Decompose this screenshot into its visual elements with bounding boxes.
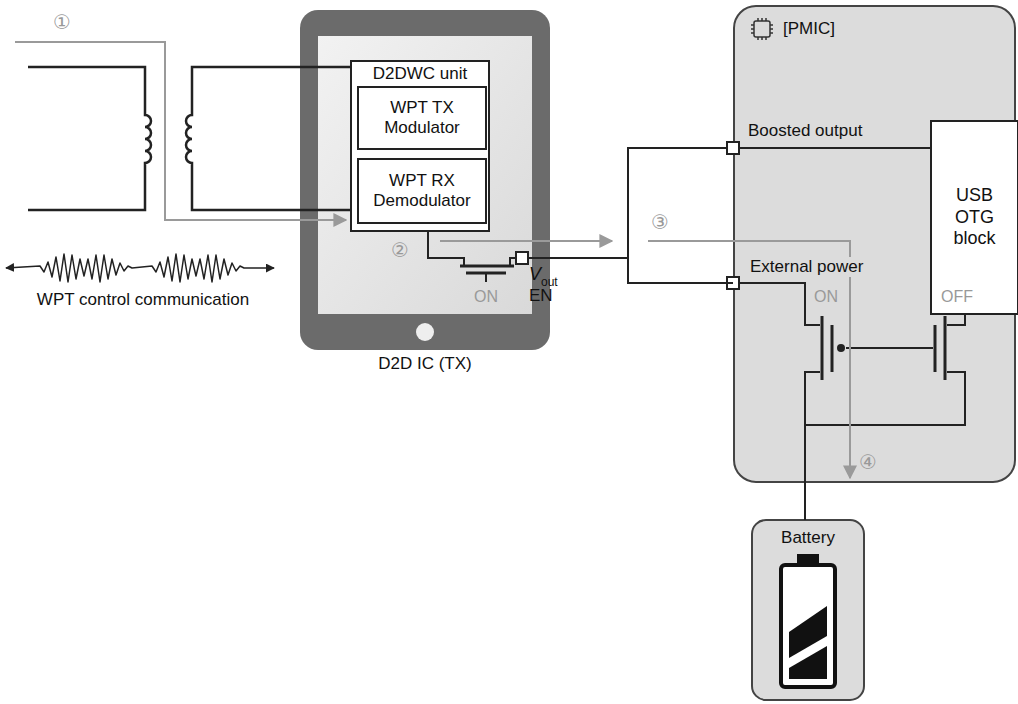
device-tablet: D2D IC (TX)D2DWC unitWPT TX ModulatorWPT… <box>300 10 550 350</box>
node-text: WPT TX Modulator <box>363 98 481 139</box>
boost-pin <box>727 142 739 154</box>
node-text: D2DWC unit <box>373 64 467 84</box>
pmic-panel-shape <box>734 6 1015 482</box>
pin-name: EN <box>529 286 553 306</box>
switch-state: ON <box>814 288 838 306</box>
pin-label: Boosted output <box>748 121 862 141</box>
callout-number: ④ <box>859 451 877 474</box>
otg-block: USB OTG block <box>930 120 1018 315</box>
callout-number: ① <box>53 11 71 34</box>
wire-connector <box>804 483 806 520</box>
battery-box-shape <box>752 520 864 700</box>
demodulator-box: WPT RX Demodulator <box>357 158 487 224</box>
flow-arrows <box>15 42 850 478</box>
pin-name: V <box>529 264 541 285</box>
pin-label: External power <box>748 257 865 277</box>
modulator-box: WPT TX Modulator <box>357 86 487 150</box>
node-text: WPT RX Demodulator <box>363 171 481 212</box>
node-text: USB OTG block <box>936 185 1013 250</box>
callout-number: ② <box>391 239 409 262</box>
output-switch <box>428 232 516 282</box>
switch-state: ON <box>474 288 498 306</box>
inverter-dot <box>837 344 845 352</box>
supply-wires <box>528 148 965 483</box>
wire-connector <box>550 258 733 283</box>
battery-box: Battery <box>752 520 864 700</box>
coupled-coils <box>28 67 350 210</box>
communication-waveform <box>6 254 274 282</box>
chip-icon <box>751 18 773 40</box>
callout-number: ③ <box>651 211 669 234</box>
battery-icon <box>781 554 835 687</box>
switch-state: OFF <box>941 288 973 306</box>
node-text: [PMIC] <box>783 19 835 39</box>
signal-caption: WPT control communication <box>37 290 249 310</box>
unit-box: D2DWC unitWPT TX ModulatorWPT RX Demodul… <box>350 60 490 232</box>
pmic-panel: [PMIC] USB OTG block <box>733 5 1016 483</box>
pmic-switches <box>822 316 945 380</box>
tablet-body <box>300 10 550 350</box>
output-pin <box>516 252 528 264</box>
node-text: D2D IC (TX) <box>378 354 472 374</box>
node-text: Battery <box>781 528 835 548</box>
